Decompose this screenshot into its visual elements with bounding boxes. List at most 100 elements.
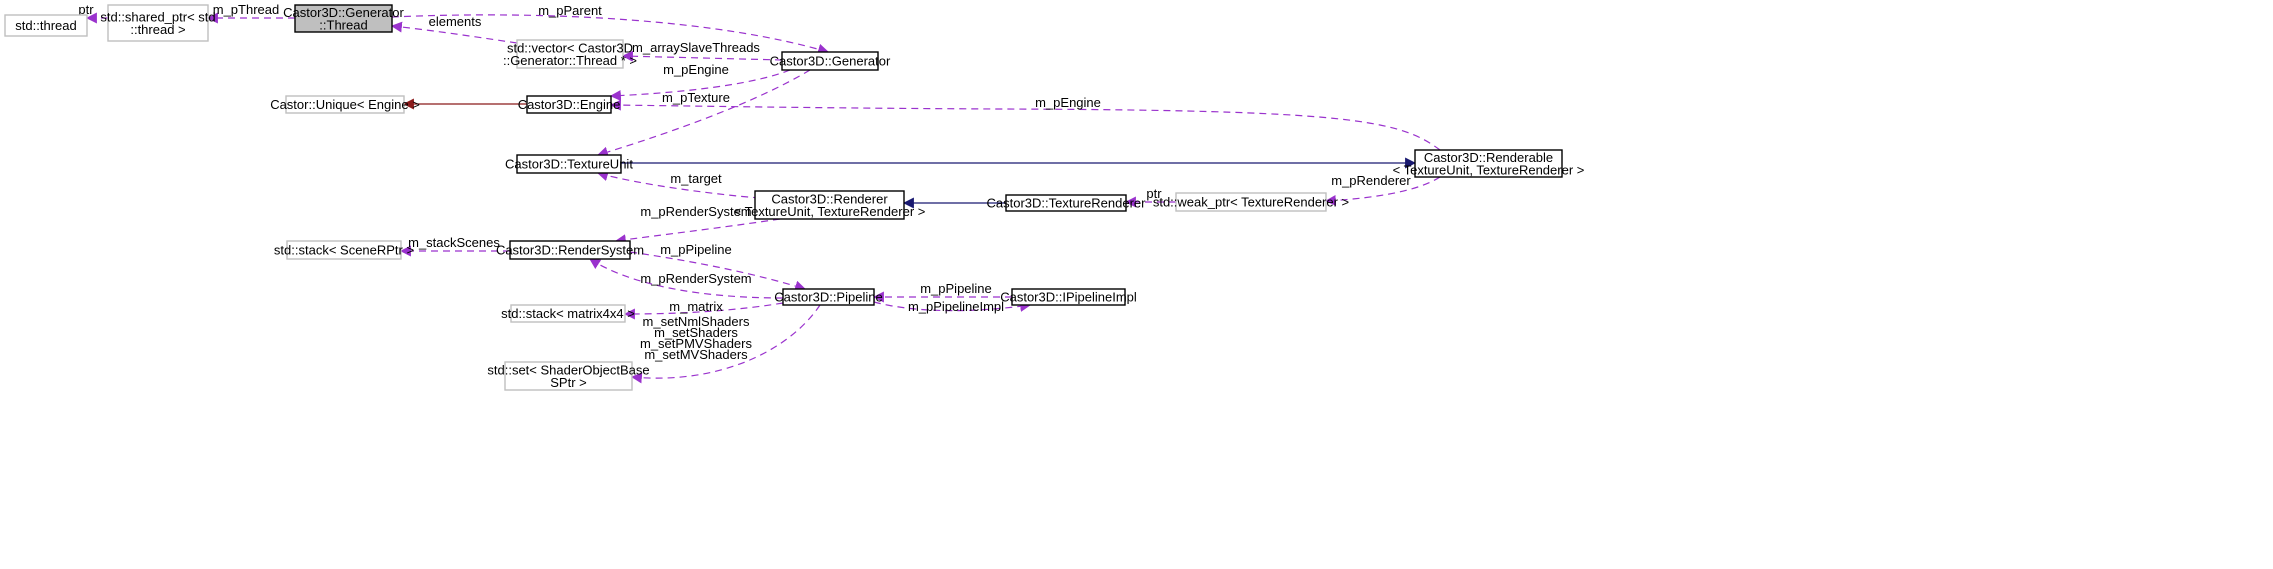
node-label: std::stack< matrix4x4 > bbox=[501, 306, 635, 321]
node-weak-ptr[interactable]: std::weak_ptr< TextureRenderer > bbox=[1153, 192, 1349, 212]
edge-line bbox=[623, 302, 784, 320]
edge-line bbox=[873, 300, 1032, 312]
edge-line bbox=[1324, 176, 1441, 206]
node-box bbox=[509, 240, 631, 260]
node-label: < TextureUnit, TextureRenderer > bbox=[1393, 162, 1585, 177]
edge-m_pPipeline_impl: m_pPipeline bbox=[872, 281, 1012, 303]
node-label: Castor::Unique< Engine > bbox=[270, 97, 420, 112]
node-label: std::thread bbox=[15, 18, 76, 33]
edge-label: m_pPipeline bbox=[920, 281, 992, 296]
edge-line bbox=[596, 69, 811, 158]
edge-label: m_pPipeline bbox=[660, 242, 732, 257]
edge-label: m_setNmlShaders bbox=[643, 314, 750, 329]
node-engine[interactable]: Castor3D::Engine bbox=[518, 95, 621, 114]
node-box bbox=[1011, 288, 1126, 306]
node-label: std::shared_ptr< std bbox=[100, 9, 215, 24]
node-renderer[interactable]: Castor3D::Renderer< TextureUnit, Texture… bbox=[734, 190, 926, 220]
edge-m_pEngine_rend: m_pEngine bbox=[609, 95, 1441, 151]
node-textureunit[interactable]: Castor3D::TextureUnit bbox=[505, 154, 633, 174]
node-box bbox=[294, 4, 393, 33]
node-label: Castor3D::Engine bbox=[518, 97, 621, 112]
node-texturerenderer[interactable]: Castor3D::TextureRenderer bbox=[987, 194, 1147, 212]
edge-label: m_arraySlaveThreads bbox=[632, 40, 760, 55]
node-generator[interactable]: Castor3D::Generator bbox=[770, 51, 891, 71]
node-ipipelineimpl[interactable]: Castor3D::IPipelineImpl bbox=[1000, 288, 1137, 306]
edge-m_stackScenes: m_stackScenes bbox=[399, 235, 510, 257]
node-box bbox=[1175, 192, 1327, 212]
edge-label: m_pEngine bbox=[1035, 95, 1101, 110]
node-box bbox=[285, 95, 405, 114]
edge-line bbox=[629, 251, 807, 292]
edge-label: m_setShaders bbox=[654, 325, 738, 340]
edge-elements: elements bbox=[390, 14, 518, 44]
node-rendersystem[interactable]: Castor3D::RenderSystem bbox=[496, 240, 644, 260]
edges-layer: ptr m_pThread m_pParent elements m_arraySlav… bbox=[78, 2, 1441, 384]
node-box bbox=[510, 304, 626, 323]
node-label: Castor3D::RenderSystem bbox=[496, 243, 644, 258]
node-unique[interactable]: Castor::Unique< Engine > bbox=[270, 95, 420, 114]
node-label: std::weak_ptr< TextureRenderer > bbox=[1153, 195, 1349, 210]
node-label: Castor3D::Generator bbox=[283, 5, 404, 20]
edge-m_pTexture: m_pTexture bbox=[596, 69, 811, 158]
node-label: < TextureUnit, TextureRenderer > bbox=[734, 204, 926, 219]
node-label: Castor3D::IPipelineImpl bbox=[1000, 290, 1137, 305]
node-label: Castor3D::Renderable bbox=[1424, 150, 1553, 165]
node-label: Castor3D::Renderer bbox=[771, 191, 888, 206]
edge-line bbox=[589, 258, 784, 299]
node-box bbox=[526, 95, 612, 114]
node-pipeline[interactable]: Castor3D::Pipeline bbox=[774, 288, 883, 306]
edge-label: m_pEngine bbox=[663, 62, 729, 77]
node-label: std::stack< SceneRPtr > bbox=[274, 243, 414, 258]
edge-label: ptr bbox=[1146, 186, 1162, 201]
edge-ptr_weak: ptr bbox=[1124, 186, 1176, 208]
node-box bbox=[781, 51, 879, 71]
edge-m_pPipeline_rs: m_pPipeline bbox=[629, 242, 807, 292]
node-vector[interactable]: std::vector< Castor3D::Generator::Thread… bbox=[503, 39, 637, 69]
edge-label: ptr bbox=[78, 2, 94, 17]
edge-m_pRenderer: m_pRenderer bbox=[1324, 173, 1441, 206]
edge-label: m_pParent bbox=[538, 3, 602, 18]
edge-line bbox=[614, 218, 781, 246]
edge-m_pEngine_gen: m_pEngine bbox=[609, 62, 791, 102]
edge-label: m_setPMVShaders bbox=[640, 336, 752, 351]
node-stack-matrix[interactable]: std::stack< matrix4x4 > bbox=[501, 304, 635, 323]
node-label: Castor3D::TextureRenderer bbox=[987, 196, 1147, 211]
node-generator-thread[interactable]: Castor3D::Generator::Thread bbox=[283, 4, 404, 33]
node-box bbox=[286, 240, 402, 260]
node-box bbox=[1414, 149, 1563, 178]
edge-line bbox=[596, 170, 761, 199]
edge-m_pRenderSystem_pipe: m_pRenderSystem bbox=[589, 258, 784, 299]
edge-label: m_pRenderSystem bbox=[640, 271, 751, 286]
node-label: std::vector< Castor3D bbox=[507, 40, 633, 55]
edge-label: m_target bbox=[670, 171, 722, 186]
node-label: Castor3D::Generator bbox=[770, 54, 891, 69]
edge-m_pParent: m_pParent bbox=[391, 3, 830, 55]
edge-line bbox=[390, 21, 518, 44]
edge-label: elements bbox=[429, 14, 482, 29]
edge-label: m_stackScenes bbox=[408, 235, 500, 250]
node-thread[interactable]: std::thread bbox=[4, 14, 88, 37]
edge-label: m_pRenderSystem bbox=[640, 204, 751, 219]
node-renderable[interactable]: Castor3D::Renderable< TextureUnit, Textu… bbox=[1393, 149, 1585, 178]
edge-m_pRenderSystem_rend: m_pRenderSystem bbox=[614, 204, 781, 246]
edge-line bbox=[391, 14, 830, 55]
edge-label: m_pPipelineImpl bbox=[908, 299, 1004, 314]
edge-label: m_setMVShaders bbox=[644, 347, 748, 362]
nodes-layer: std::thread std::shared_ptr< std::thread … bbox=[4, 4, 1585, 391]
edge-label: m_matrix bbox=[669, 299, 723, 314]
node-label: ::Thread bbox=[319, 17, 367, 32]
node-label: std::set< ShaderObjectBase bbox=[487, 362, 649, 377]
edge-m_arraySlaveThreads: m_arraySlaveThreads bbox=[621, 40, 783, 62]
node-label: SPtr > bbox=[550, 375, 587, 390]
node-stack-scene[interactable]: std::stack< SceneRPtr > bbox=[274, 240, 414, 260]
edge-m_pThread: m_pThread bbox=[206, 2, 295, 24]
node-box bbox=[782, 288, 875, 306]
node-box bbox=[516, 154, 622, 174]
node-box bbox=[107, 4, 209, 42]
node-shared-ptr[interactable]: std::shared_ptr< std::thread > bbox=[100, 4, 216, 42]
edge-m_target: m_target bbox=[596, 170, 761, 199]
edge-line bbox=[609, 99, 1441, 151]
node-box bbox=[754, 190, 905, 220]
